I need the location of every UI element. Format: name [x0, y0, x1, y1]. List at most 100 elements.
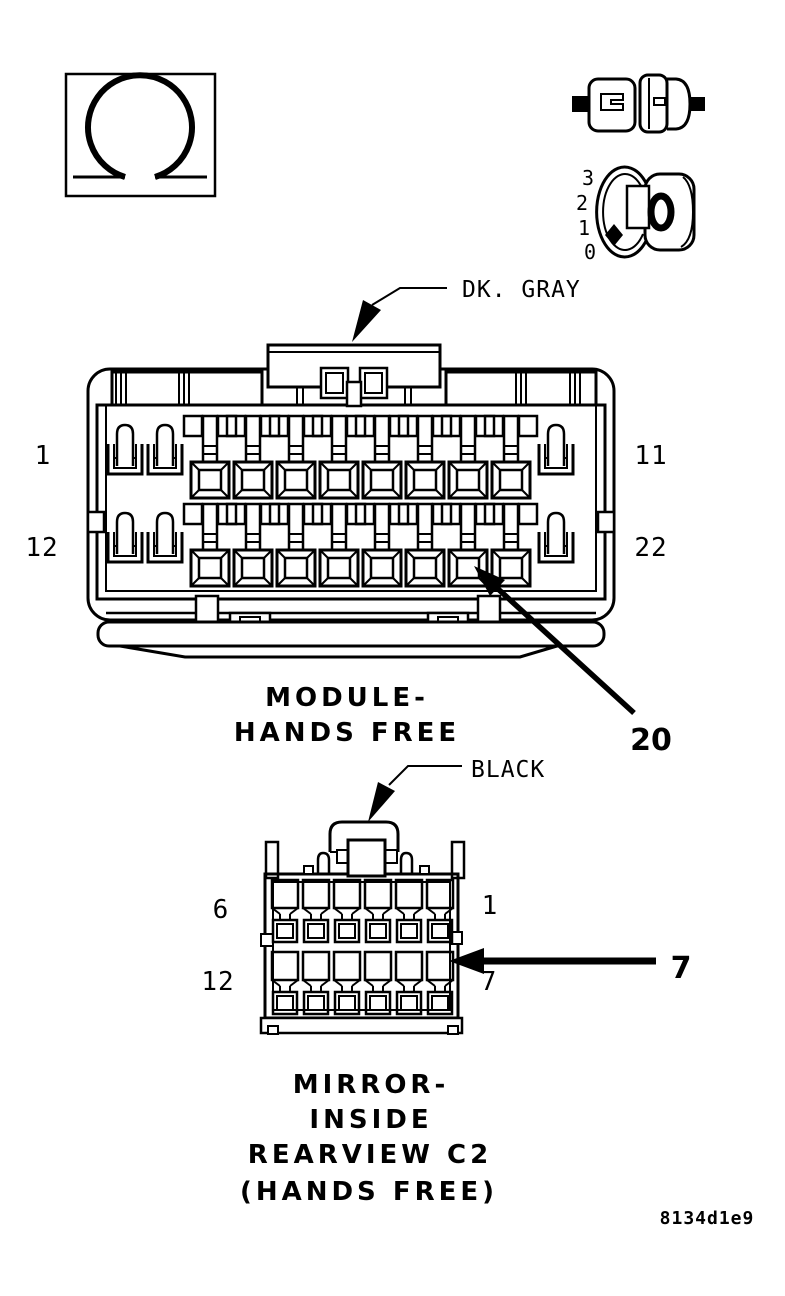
female-terminal-face — [638, 73, 669, 134]
figure-code: 8134d1e9 — [660, 1208, 755, 1229]
terminal-cavity — [301, 878, 331, 944]
dial-scale-0: 0 — [584, 240, 596, 264]
module-callout-pin-label: 20 — [630, 723, 672, 758]
cavity-wall-inner — [272, 881, 451, 1011]
terminal-cavity — [268, 502, 324, 588]
terminal-cavity — [397, 414, 453, 500]
wire-stub-left — [572, 96, 590, 112]
mirror-pin-6-label: 6 — [213, 895, 230, 925]
dial-scale-1: 1 — [578, 216, 590, 240]
latch-center-post — [345, 380, 363, 408]
female-terminal-body — [667, 77, 692, 131]
module-pin-11-label: 11 — [634, 441, 667, 471]
terminal-cavity — [270, 950, 300, 1016]
top-flange-left — [110, 370, 264, 407]
terminal-cavity — [182, 414, 238, 500]
terminal-cavity — [425, 950, 455, 1016]
pin-7-callout: 7 — [449, 948, 691, 986]
module-pin-1-label: 1 — [35, 441, 52, 471]
module-name-line1: MODULE- — [265, 683, 429, 713]
mirror-callout-pin-label: 7 — [671, 951, 692, 986]
latch-center-block — [346, 838, 387, 878]
terminal-cavity — [301, 950, 331, 1016]
terminal-cavity — [425, 878, 455, 944]
terminal-cavity — [106, 511, 144, 564]
terminal-cavity — [332, 950, 362, 1016]
base-band — [259, 1016, 464, 1035]
latch-bump-left — [316, 851, 331, 874]
terminal-cavity — [537, 511, 575, 564]
gauge-disc-outer — [595, 165, 652, 259]
black-callout: BLACK — [368, 757, 544, 822]
latch-step — [384, 849, 398, 864]
module-name-line2: HANDS FREE — [234, 718, 460, 748]
resistance-test-icon — [64, 72, 217, 198]
dial-scale-2: 2 — [576, 191, 588, 215]
leader-arrowhead — [368, 782, 395, 822]
mirror-pin-12-label: 12 — [201, 967, 234, 997]
terminal-slot — [653, 97, 666, 106]
leader-line — [371, 287, 447, 306]
gauge-disc-inner — [602, 173, 644, 251]
mirror-name-line1: MIRROR- — [293, 1070, 450, 1100]
corner-post-left — [264, 840, 280, 880]
terminal-cavity — [182, 502, 238, 588]
leader-arrowhead — [352, 300, 381, 342]
latch-window-inner — [325, 372, 344, 394]
dial-scale-3: 3 — [582, 166, 594, 190]
pin-20-callout: 20 — [474, 566, 672, 758]
side-tab-right — [596, 510, 616, 534]
terminal-cavity — [106, 423, 144, 476]
latch-window-inner — [364, 372, 383, 394]
mirror-pin-1-label: 1 — [482, 891, 499, 921]
mirror-name-line2: INSIDE — [309, 1105, 432, 1135]
mirror-name-line3: REARVIEW C2 — [248, 1140, 492, 1170]
terminal-cavity — [440, 414, 496, 500]
omega-icon — [85, 72, 195, 180]
terminal-cavity — [483, 502, 539, 588]
terminal-cavity — [483, 414, 539, 500]
terminal-cavity — [394, 950, 424, 1016]
module-pin-12-label: 12 — [25, 533, 58, 563]
terminal-cavity — [363, 878, 393, 944]
terminal-pair-icon — [572, 73, 705, 134]
base-band — [96, 620, 606, 648]
male-terminal-icon — [587, 77, 637, 133]
gauge-key-edge — [680, 176, 695, 248]
terminal-cavity — [537, 423, 575, 476]
base-foot-notch — [267, 1025, 279, 1035]
mirror-rearview-connector — [259, 820, 466, 1035]
latch-bump-right — [399, 851, 414, 874]
mirror-terminal-grid — [270, 878, 455, 1016]
terminal-cavity — [270, 878, 300, 944]
latch-step — [336, 849, 349, 864]
terminal-cavity — [397, 502, 453, 588]
leader-line — [388, 765, 462, 786]
terminal-cavity — [363, 950, 393, 1016]
terminal-cavity — [311, 414, 367, 500]
callout-arrowhead — [449, 948, 484, 974]
connector-latch — [328, 820, 400, 852]
terminal-cavity — [225, 502, 281, 588]
module-terminal-grid — [106, 414, 575, 588]
terminal-cavity — [146, 511, 184, 564]
module-pin-22-label: 22 — [634, 533, 667, 563]
callout-shaft — [495, 585, 636, 716]
top-tick — [303, 865, 314, 875]
gauge-ring — [647, 192, 675, 232]
wire-stub-right — [690, 97, 705, 111]
side-tab-left — [86, 510, 106, 534]
spread-gauge-icon: 3 2 1 0 — [576, 165, 696, 264]
gauge-key-tab — [625, 184, 651, 230]
mirror-pin-7-label: 7 — [481, 967, 498, 997]
flange-hatching — [115, 372, 581, 405]
base-lip — [119, 644, 558, 659]
top-tick — [419, 865, 430, 875]
side-notch-left — [260, 933, 274, 947]
terminal-cavity — [332, 878, 362, 944]
terminal-cavity — [394, 878, 424, 944]
module-wire-color-label: DK. GRAY — [462, 277, 581, 303]
dk-gray-callout: DK. GRAY — [352, 277, 581, 342]
